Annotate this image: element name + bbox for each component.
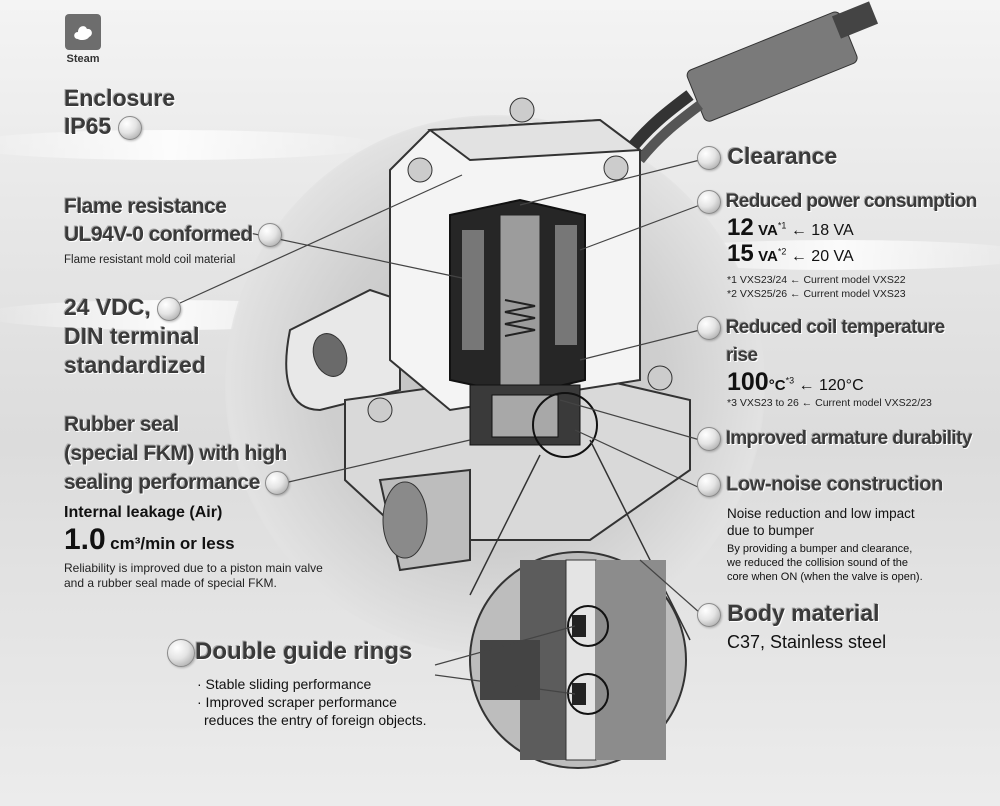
seal-note-line1: Reliability is improved due to a piston … xyxy=(64,561,323,575)
enclosure-line2: IP65 xyxy=(64,113,112,139)
seal-line2: (special FKM) with high xyxy=(64,442,288,465)
clearance-label: Clearance xyxy=(727,143,838,169)
bullet-icon xyxy=(697,427,721,451)
noise-summary-line1: Noise reduction and low impact xyxy=(727,506,915,521)
armature-label: Improved armature durability xyxy=(725,428,973,450)
background-streak xyxy=(0,130,380,160)
bullet-icon xyxy=(697,315,721,340)
seal-line3: sealing performance xyxy=(64,471,260,494)
seal-line1: Rubber seal xyxy=(64,413,179,436)
power-heading: Reduced power consumption xyxy=(697,190,977,214)
leakage-label: Internal leakage (Air) xyxy=(64,504,223,521)
noise-detail-line1: By providing a bumper and clearance, xyxy=(727,543,913,555)
coil-old: ← 120°C xyxy=(798,377,864,394)
coil-number: 100 xyxy=(727,368,769,396)
bullet-icon xyxy=(697,145,721,170)
coil-sup: *3 xyxy=(785,375,795,386)
leakage-suffix: or less xyxy=(179,534,235,553)
seal-note: Reliability is improved due to a piston … xyxy=(64,561,323,591)
leakage-value: 1.0 cm³/min or less xyxy=(64,523,235,557)
flame-heading: Flame resistance UL94V-0 conformed xyxy=(64,193,283,249)
guide-rings-title: Double guide rings xyxy=(195,638,413,665)
coil-value: 100°C*3 ← 120°C xyxy=(727,368,864,397)
coil-unit: °C xyxy=(768,377,786,394)
guide-ring-detail xyxy=(469,551,687,769)
guide-rings-list: · Stable sliding performance · Improved … xyxy=(197,675,427,729)
seal-note-line2: and a rubber seal made of special FKM. xyxy=(64,576,277,590)
power-footnote-1: *1 VXS23/24 ← Current model VXS22 xyxy=(727,274,906,286)
noise-detail: By providing a bumper and clearance, we … xyxy=(727,542,923,584)
coil-line2: rise xyxy=(726,345,758,366)
power-v1-sup: *1 xyxy=(777,220,787,231)
guide-rings-heading: Double guide rings xyxy=(167,638,412,667)
coil-heading: Reduced coil temperature rise xyxy=(697,314,945,370)
power-value-2: 15 VA*2 ← 20 VA xyxy=(727,240,854,268)
power-v2-number: 15 xyxy=(727,240,754,267)
flame-line1: Flame resistance xyxy=(64,195,227,218)
dc-line3: standardized xyxy=(64,352,206,378)
steam-badge: Steam xyxy=(63,14,103,65)
noise-summary-line2: due to bumper xyxy=(727,523,815,538)
leakage-number: 1.0 xyxy=(64,523,106,556)
body-material-title: Body material xyxy=(727,600,880,626)
flame-note: Flame resistant mold coil material xyxy=(64,254,236,266)
body-material-value: C37, Stainless steel xyxy=(727,632,887,652)
bullet-icon xyxy=(697,190,721,214)
bullet-icon xyxy=(167,638,195,667)
coil-footnote: *3 VXS23 to 26 ← Current model VXS22/23 xyxy=(727,397,932,409)
power-v1-unit: VA xyxy=(758,222,778,239)
seal-heading: Rubber seal (special FKM) with high seal… xyxy=(64,410,290,497)
guide-rings-item-3: reduces the entry of foreign objects. xyxy=(204,712,427,728)
power-value-1: 12 VA*1 ← 18 VA xyxy=(727,214,854,242)
bullet-icon xyxy=(117,115,142,140)
noise-detail-line2: we reduced the collision sound of the xyxy=(727,557,909,569)
power-v2-sup: *2 xyxy=(777,246,787,257)
armature-heading: Improved armature durability xyxy=(697,427,972,451)
steam-label: Steam xyxy=(66,53,100,65)
coil-line1: Reduced coil temperature xyxy=(725,317,946,338)
power-v2-old: ← 20 VA xyxy=(790,248,854,265)
power-footnote-2: *2 VXS25/26 ← Current model VXS23 xyxy=(727,288,906,300)
power-footnotes: *1 VXS23/24 ← Current model VXS22 *2 VXS… xyxy=(727,273,906,301)
bullet-icon xyxy=(157,296,182,321)
flame-line2: UL94V-0 conformed xyxy=(64,223,253,246)
dc-heading: 24 VDC, DIN terminal standardized xyxy=(64,293,206,380)
enclosure-line1: Enclosure xyxy=(64,85,176,111)
bullet-icon xyxy=(697,473,721,497)
noise-heading: Low-noise construction xyxy=(697,473,943,497)
leakage-unit: cm³/min xyxy=(110,534,176,553)
noise-summary: Noise reduction and low impact due to bu… xyxy=(727,505,915,539)
noise-title: Low-noise construction xyxy=(726,473,943,496)
power-v1-number: 12 xyxy=(727,214,754,241)
power-v1-old: ← 18 VA xyxy=(790,222,854,239)
body-material-heading: Body material xyxy=(697,600,880,627)
clearance-heading: Clearance xyxy=(697,143,837,170)
bullet-icon xyxy=(258,223,283,248)
bullet-icon xyxy=(697,602,721,627)
cable-assembly xyxy=(625,1,879,164)
guide-rings-item-1: · Stable sliding performance xyxy=(197,676,372,692)
noise-detail-line3: core when ON (when the valve is open). xyxy=(727,571,923,583)
guide-rings-item-2: · Improved scraper performance xyxy=(197,694,397,710)
power-title: Reduced power consumption xyxy=(725,191,978,213)
power-v2-unit: VA xyxy=(758,248,778,265)
enclosure-heading: Enclosure IP65 xyxy=(64,84,175,140)
dc-line2: DIN terminal xyxy=(64,323,200,349)
steam-icon xyxy=(65,14,101,50)
bullet-icon xyxy=(265,471,290,496)
dc-line1: 24 VDC, xyxy=(64,294,151,320)
